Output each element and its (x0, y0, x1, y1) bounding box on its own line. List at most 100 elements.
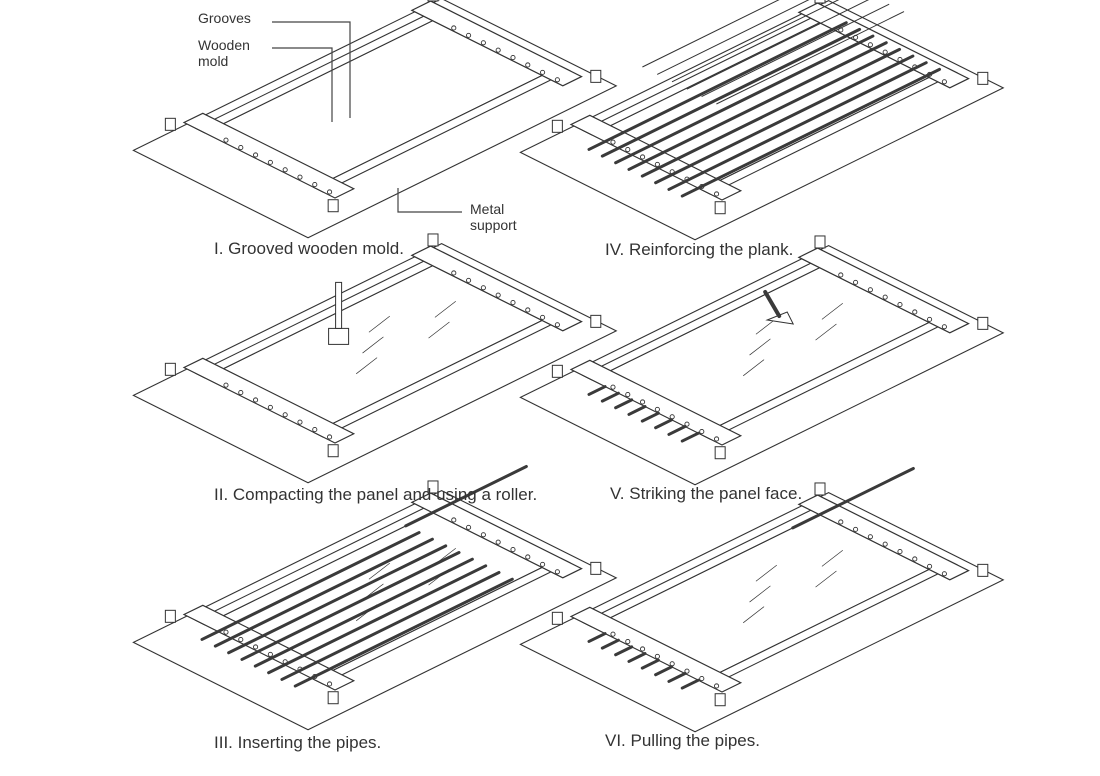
groove-hole (640, 399, 646, 405)
groove-hole (897, 549, 903, 555)
pulled-pipe (791, 466, 915, 530)
surface-texture (434, 300, 457, 318)
support-block (327, 444, 339, 458)
reinforcement-bar (716, 11, 905, 105)
groove-hole (282, 167, 288, 173)
surface-texture (434, 547, 457, 565)
pipe (627, 405, 647, 416)
surface-texture (755, 564, 778, 582)
support-block (551, 364, 563, 378)
groove-hole (554, 322, 560, 328)
pipe (680, 431, 700, 443)
support-block (164, 117, 176, 131)
pipe (213, 537, 434, 648)
panel-step-2 (132, 233, 618, 484)
groove-hole (669, 661, 675, 667)
reinforcement-bar (656, 0, 810, 75)
groove-hole (714, 683, 720, 689)
groove-hole (897, 302, 903, 308)
pipe (640, 658, 660, 670)
groove-hole (223, 137, 229, 143)
groove-hole (495, 47, 501, 53)
groove-hole (312, 182, 318, 188)
groove-hole (510, 547, 516, 553)
pipe (600, 27, 862, 158)
groove-hole (495, 292, 501, 298)
groove-hole (853, 279, 859, 285)
support-block (327, 691, 339, 705)
groove-hole (853, 526, 859, 532)
groove-hole (282, 412, 288, 418)
surface-texture (742, 606, 765, 624)
support-block (427, 0, 439, 2)
pipe (280, 571, 501, 681)
panel-step-1 (132, 0, 618, 239)
callout-wooden-mold: Wooden mold (198, 37, 250, 69)
caption-step-4: IV. Reinforcing the plank. (605, 240, 794, 259)
front-end-bar (569, 606, 743, 693)
support-block (427, 480, 439, 494)
tamper-handle (335, 281, 343, 329)
trowel-handle (763, 290, 782, 318)
surface-texture (815, 570, 837, 588)
pipe (654, 665, 674, 677)
groove-hole (327, 681, 333, 687)
support-block (977, 563, 989, 577)
surface-texture (749, 585, 771, 603)
groove-hole (510, 300, 516, 306)
reinforcement-bar (701, 3, 890, 98)
reinforcement-bar (671, 0, 840, 83)
pipe (587, 385, 607, 396)
pipe (227, 544, 448, 655)
groove-hole (327, 434, 333, 440)
groove-hole (238, 145, 244, 151)
support-block (814, 235, 826, 249)
reinforcement-bar (642, 0, 780, 68)
groove-hole (253, 152, 259, 158)
callout-grooves: Grooves (198, 10, 251, 26)
groove-hole (882, 541, 888, 547)
pipe (627, 652, 647, 663)
pipe (267, 564, 488, 675)
groove-hole (941, 571, 947, 577)
groove-hole (554, 77, 560, 83)
pipe (240, 551, 461, 661)
groove-hole (253, 644, 259, 650)
pipe (253, 557, 474, 668)
groove-hole (451, 270, 457, 276)
support-block (590, 561, 602, 575)
groove-hole (699, 676, 705, 682)
groove-hole (297, 174, 303, 180)
surface-texture (749, 338, 771, 356)
callout-leader-lines (272, 21, 462, 213)
pipe (614, 34, 875, 165)
groove-hole (540, 314, 546, 320)
panel-step-3 (132, 464, 618, 731)
groove-hole (510, 55, 516, 61)
front-end-bar (569, 359, 743, 446)
groove-hole (540, 561, 546, 567)
groove-hole (495, 539, 501, 545)
groove-hole (714, 191, 720, 197)
groove-hole (714, 436, 720, 442)
pipe (614, 398, 634, 410)
groove-hole (554, 569, 560, 575)
groove-hole (480, 532, 486, 538)
reinforcement-bar (686, 0, 870, 90)
groove-hole (684, 421, 690, 427)
groove-hole (699, 429, 705, 435)
pipe (614, 645, 634, 657)
groove-hole (912, 556, 918, 562)
pipe (587, 632, 607, 643)
groove-hole (466, 32, 472, 38)
surface-texture (821, 549, 844, 567)
groove-hole (669, 414, 675, 420)
groove-hole (540, 69, 546, 75)
groove-hole (640, 154, 646, 160)
support-block (164, 362, 176, 376)
groove-hole (525, 62, 531, 68)
surface-texture (742, 359, 765, 377)
groove-hole (610, 631, 616, 637)
support-block (590, 314, 602, 328)
